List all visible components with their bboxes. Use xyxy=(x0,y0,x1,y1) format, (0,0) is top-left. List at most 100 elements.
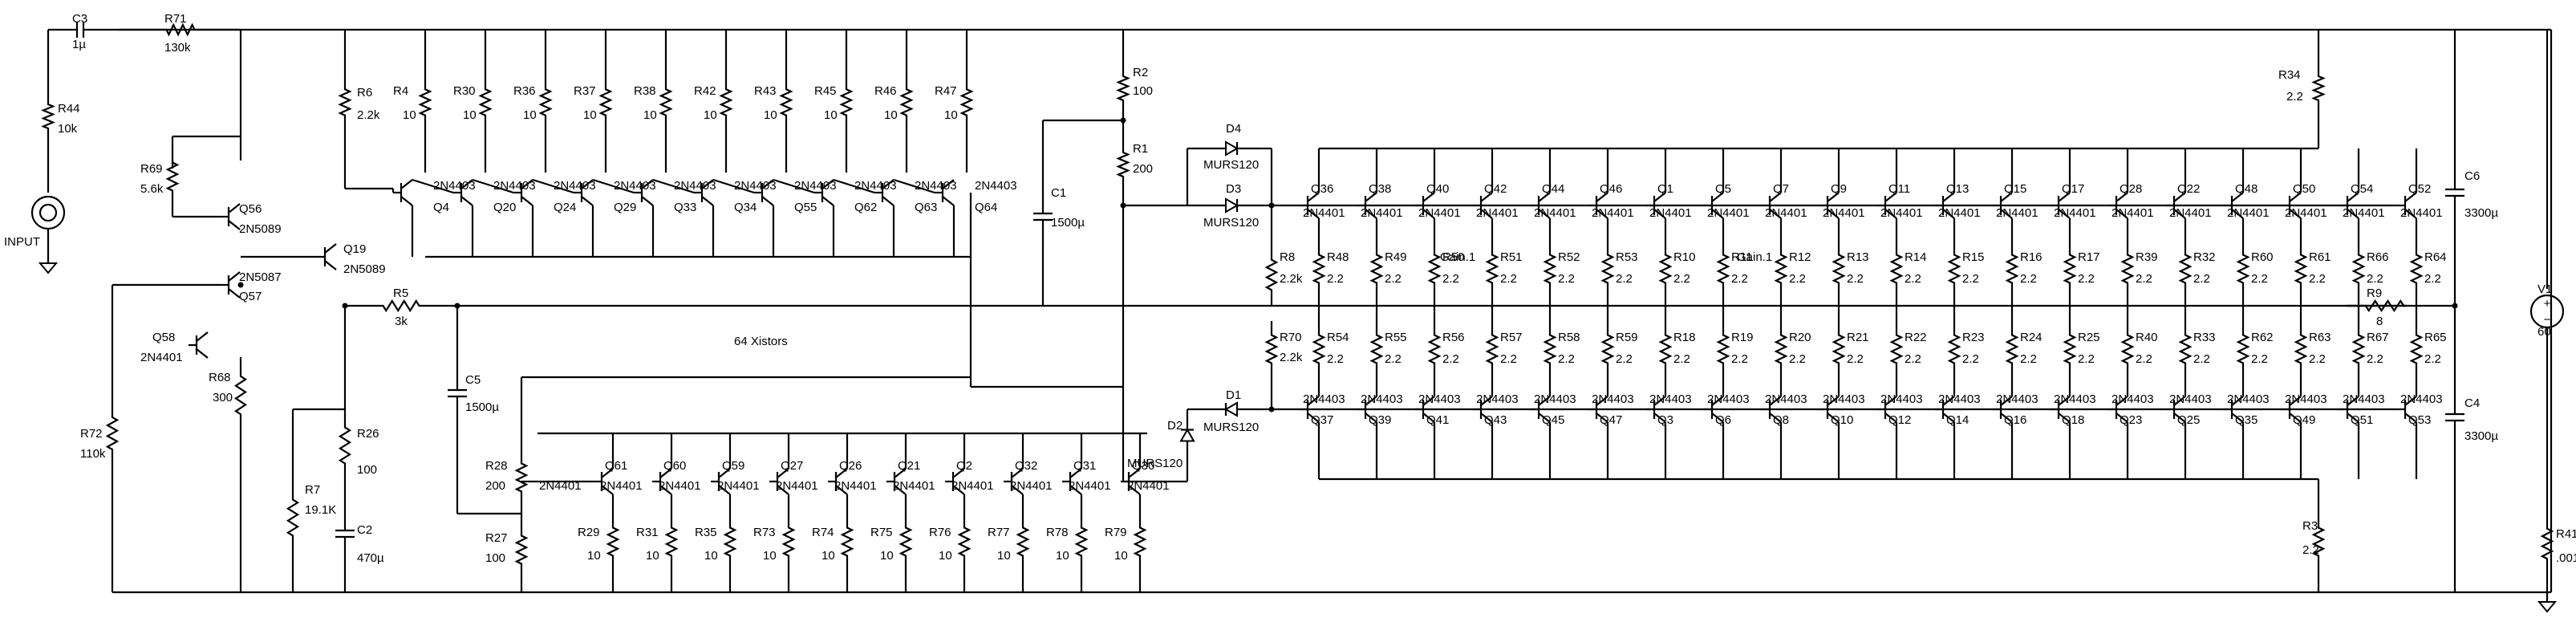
output-lower-part-label: 2N4403 xyxy=(1996,392,2038,406)
upper-driver-transistor-q4 xyxy=(393,179,413,206)
output-lower-resistor-value: 2.2 xyxy=(1500,352,1517,366)
output-lower-part-label: 2N4403 xyxy=(1880,392,1923,406)
output-upper-part-label: 2N4401 xyxy=(1996,206,2038,220)
r8-value: 2.2k xyxy=(1280,272,1303,286)
output-lower-resistor-ref: R67 xyxy=(2367,331,2389,344)
output-lower-resistor-value: 2.2 xyxy=(1905,352,1921,366)
r41-ref: R41 xyxy=(2556,527,2576,541)
output-upper-resistor-ref: R15 xyxy=(1962,250,1985,264)
upper-driver-part-label: 2N4403 xyxy=(554,179,596,193)
lower-driver-transistor-ref: Q26 xyxy=(839,459,862,473)
lower-driver-transistor-ref: Q30 xyxy=(1132,459,1154,473)
lower-driver-resistor-ref: R31 xyxy=(636,526,659,539)
output-upper-part-label: 2N4401 xyxy=(1823,206,1865,220)
upper-driver-transistor-q63 xyxy=(874,179,895,206)
output-upper-transistor-q52 xyxy=(2397,192,2417,219)
lower-driver-transistor-ref: Q2 xyxy=(956,459,972,473)
lower-driver-part-label: 2N4401 xyxy=(834,479,877,493)
lower-driver-resistor-r31 xyxy=(664,514,679,570)
upper-driver-transistor-ref: Q20 xyxy=(493,201,516,214)
r34-value: 2.2 xyxy=(2286,90,2303,104)
output-lower-part-label: 2N4403 xyxy=(1765,392,1807,406)
output-lower-transistor-q18 xyxy=(2051,396,2071,423)
input-jack-center-icon xyxy=(39,203,58,222)
r5-value: 3k xyxy=(395,315,408,328)
output-upper-transistor-ref: Q17 xyxy=(2062,182,2084,196)
upper-driver-part-label: 2N4403 xyxy=(794,179,837,193)
lower-driver-part-label: 2N4401 xyxy=(659,479,701,493)
r7-value: 19.1K xyxy=(305,503,336,517)
r6-value: 2.2k xyxy=(357,108,380,122)
r5-ref: R5 xyxy=(393,287,408,300)
output-upper-transistor-ref: Q13 xyxy=(1946,182,1969,196)
output-lower-resistor-value: 2.2 xyxy=(2367,352,2383,366)
q58-transistor xyxy=(189,331,209,359)
output-lower-resistor-value: 2.2 xyxy=(1385,352,1402,366)
upper-driver-transistor-ref: Q64 xyxy=(975,201,997,214)
component-labels: C31µR71130kR4410kINPUTR695.6kQ562N5089Q5… xyxy=(4,12,2576,565)
output-lower-transistor-ref: Q12 xyxy=(1888,413,1911,427)
lower-driver-resistor-value: 10 xyxy=(704,549,718,563)
output-upper-transistor-q11 xyxy=(1877,192,1897,219)
lower-driver-transistor-q32 xyxy=(1004,468,1024,495)
output-upper-resistor-r32 xyxy=(2178,241,2193,297)
c5-value: 1500µ xyxy=(465,400,499,414)
output-upper-transistor-q17 xyxy=(2051,192,2071,219)
r44-resistor xyxy=(41,92,55,140)
output-upper-transistor-q7 xyxy=(1762,192,1782,219)
upper-driver-resistor-value: 10 xyxy=(403,108,416,122)
output-upper-part-label: 2N4401 xyxy=(2227,206,2270,220)
r41-value: .001 xyxy=(2556,551,2576,565)
r72-value: 110k xyxy=(80,447,106,461)
r5-resistor xyxy=(365,299,437,313)
output-upper-transistor-q13 xyxy=(1935,192,1955,219)
output-upper-transistor-q15 xyxy=(1993,192,2013,219)
wiring xyxy=(47,28,2553,595)
output-lower-transistor-ref: Q6 xyxy=(1715,413,1731,427)
output-upper-resistor-r11 xyxy=(1716,241,1730,297)
upper-driver-transistor-ref: Q33 xyxy=(674,201,696,214)
q58-part: 2N4401 xyxy=(140,351,183,364)
output-lower-transistor-ref: Q18 xyxy=(2062,413,2084,427)
output-upper-resistor-value: 2.2 xyxy=(1500,272,1517,286)
r34-resistor xyxy=(2311,64,2326,112)
upper-driver-resistor-ref: R37 xyxy=(574,84,596,98)
output-upper-transistor-ref: Q11 xyxy=(1888,182,1910,196)
output-lower-transistor-ref: Q35 xyxy=(2235,413,2258,427)
r9-value: 8 xyxy=(2376,315,2383,328)
output-lower-resistor-ref: R57 xyxy=(1500,331,1523,344)
output-upper-resistor-r14 xyxy=(1889,241,1904,297)
d2-part: MURS120 xyxy=(1127,457,1183,470)
output-upper-resistor-r15 xyxy=(1947,241,1961,297)
upper-driver-resistor-r36 xyxy=(538,76,553,128)
output-upper-resistor-ref: R66 xyxy=(2367,250,2389,264)
r26-resistor xyxy=(338,409,352,482)
output-lower-transistor-q41 xyxy=(1415,396,1435,423)
output-upper-resistor-value: 2.2 xyxy=(2251,272,2268,286)
output-upper-resistor-value: 2.2 xyxy=(1962,272,1979,286)
lower-driver-resistor-ref: R73 xyxy=(753,526,776,539)
plus-sign-icon: + xyxy=(2544,297,2551,311)
r28-resistor xyxy=(514,449,529,506)
upper-driver-resistor-ref: R42 xyxy=(694,84,716,98)
d3-ref: D3 xyxy=(1226,182,1241,196)
output-lower-resistor-r57 xyxy=(1485,321,1499,377)
output-lower-transistor-q43 xyxy=(1473,396,1493,423)
output-upper-part-label: 2N4401 xyxy=(1592,206,1634,220)
output-lower-part-label: 2N4403 xyxy=(1707,392,1750,406)
output-upper-part-label: 2N4401 xyxy=(2169,206,2212,220)
r7-ref: R7 xyxy=(305,483,320,497)
output-upper-part-label: 2N4401 xyxy=(1707,206,1750,220)
upper-driver-part-label: 2N4403 xyxy=(433,179,476,193)
output-lower-transistor-q37 xyxy=(1300,396,1320,423)
output-lower-transistor-q53 xyxy=(2397,396,2417,423)
c6-ref: C6 xyxy=(2464,169,2480,183)
output-upper-resistor-ref: R51 xyxy=(1500,250,1523,264)
output-lower-part-label: 2N4403 xyxy=(1303,392,1345,406)
output-lower-transistor-ref: Q25 xyxy=(2177,413,2200,427)
output-upper-resistor-ref: R17 xyxy=(2078,250,2100,264)
d2-diode xyxy=(1179,409,1195,461)
output-lower-resistor-r55 xyxy=(1369,321,1384,377)
